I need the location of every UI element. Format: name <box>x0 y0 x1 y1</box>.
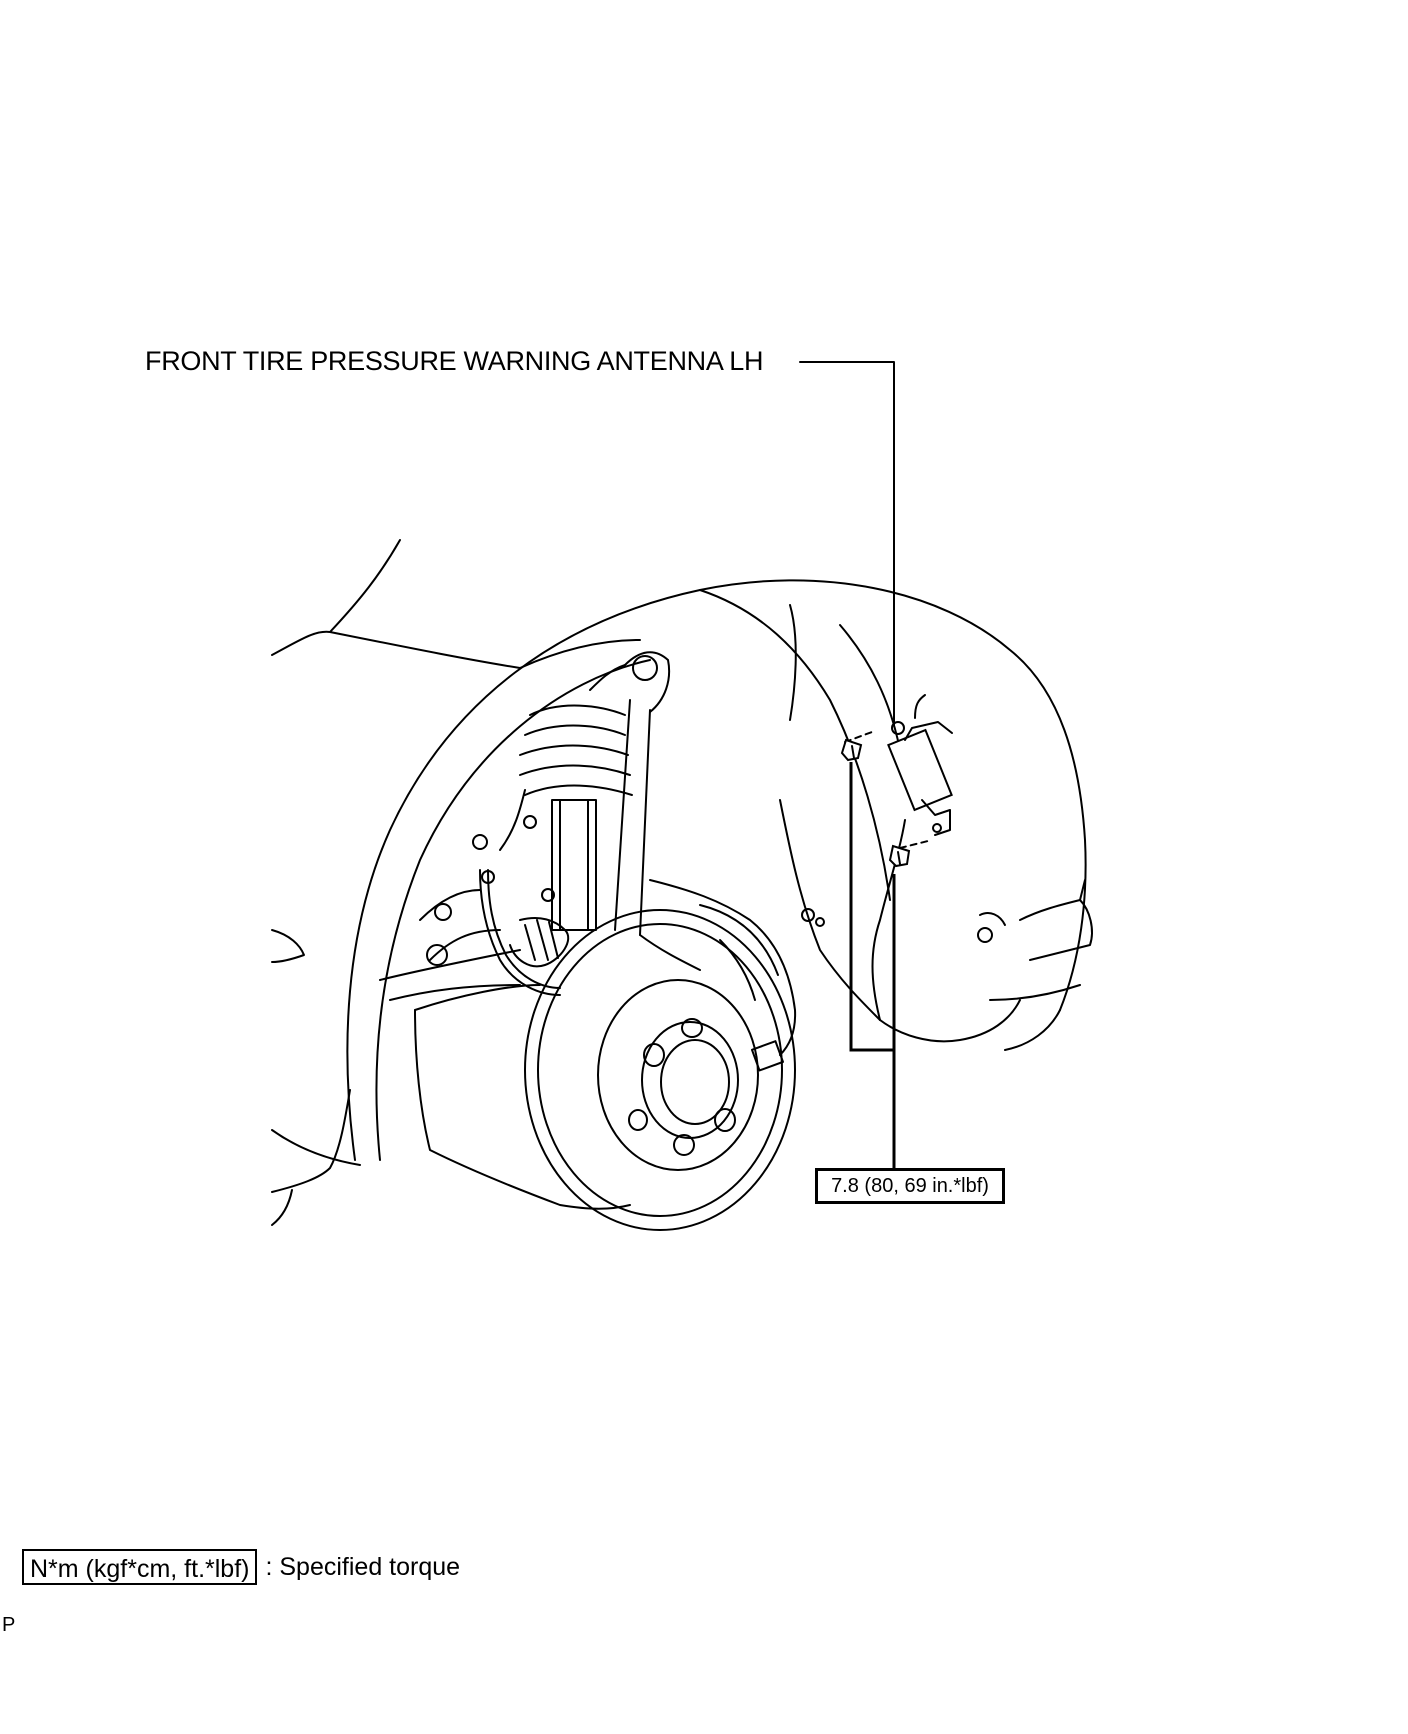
torque-spec-box: 7.8 (80, 69 in.*lbf) <box>815 1168 1005 1204</box>
brake-disc-hub-caliper <box>414 879 797 1231</box>
bolt-upper <box>840 731 873 762</box>
legend-description: : Specified torque <box>265 1552 461 1581</box>
bolt-lower <box>888 839 933 868</box>
leader-lines <box>799 361 896 1168</box>
legend-unit-box: N*m (kgf*cm, ft.*lbf) <box>22 1549 258 1585</box>
torque-legend: N*m (kgf*cm, ft.*lbf) : Specified torque <box>22 1547 460 1587</box>
page-mark: P <box>2 1614 16 1636</box>
strut-spring-assembly <box>379 651 701 1001</box>
fender-body-outline <box>271 539 1093 1226</box>
tire-pressure-antenna <box>887 694 953 836</box>
antenna-part-label: FRONT TIRE PRESSURE WARNING ANTENNA LH <box>145 346 764 376</box>
